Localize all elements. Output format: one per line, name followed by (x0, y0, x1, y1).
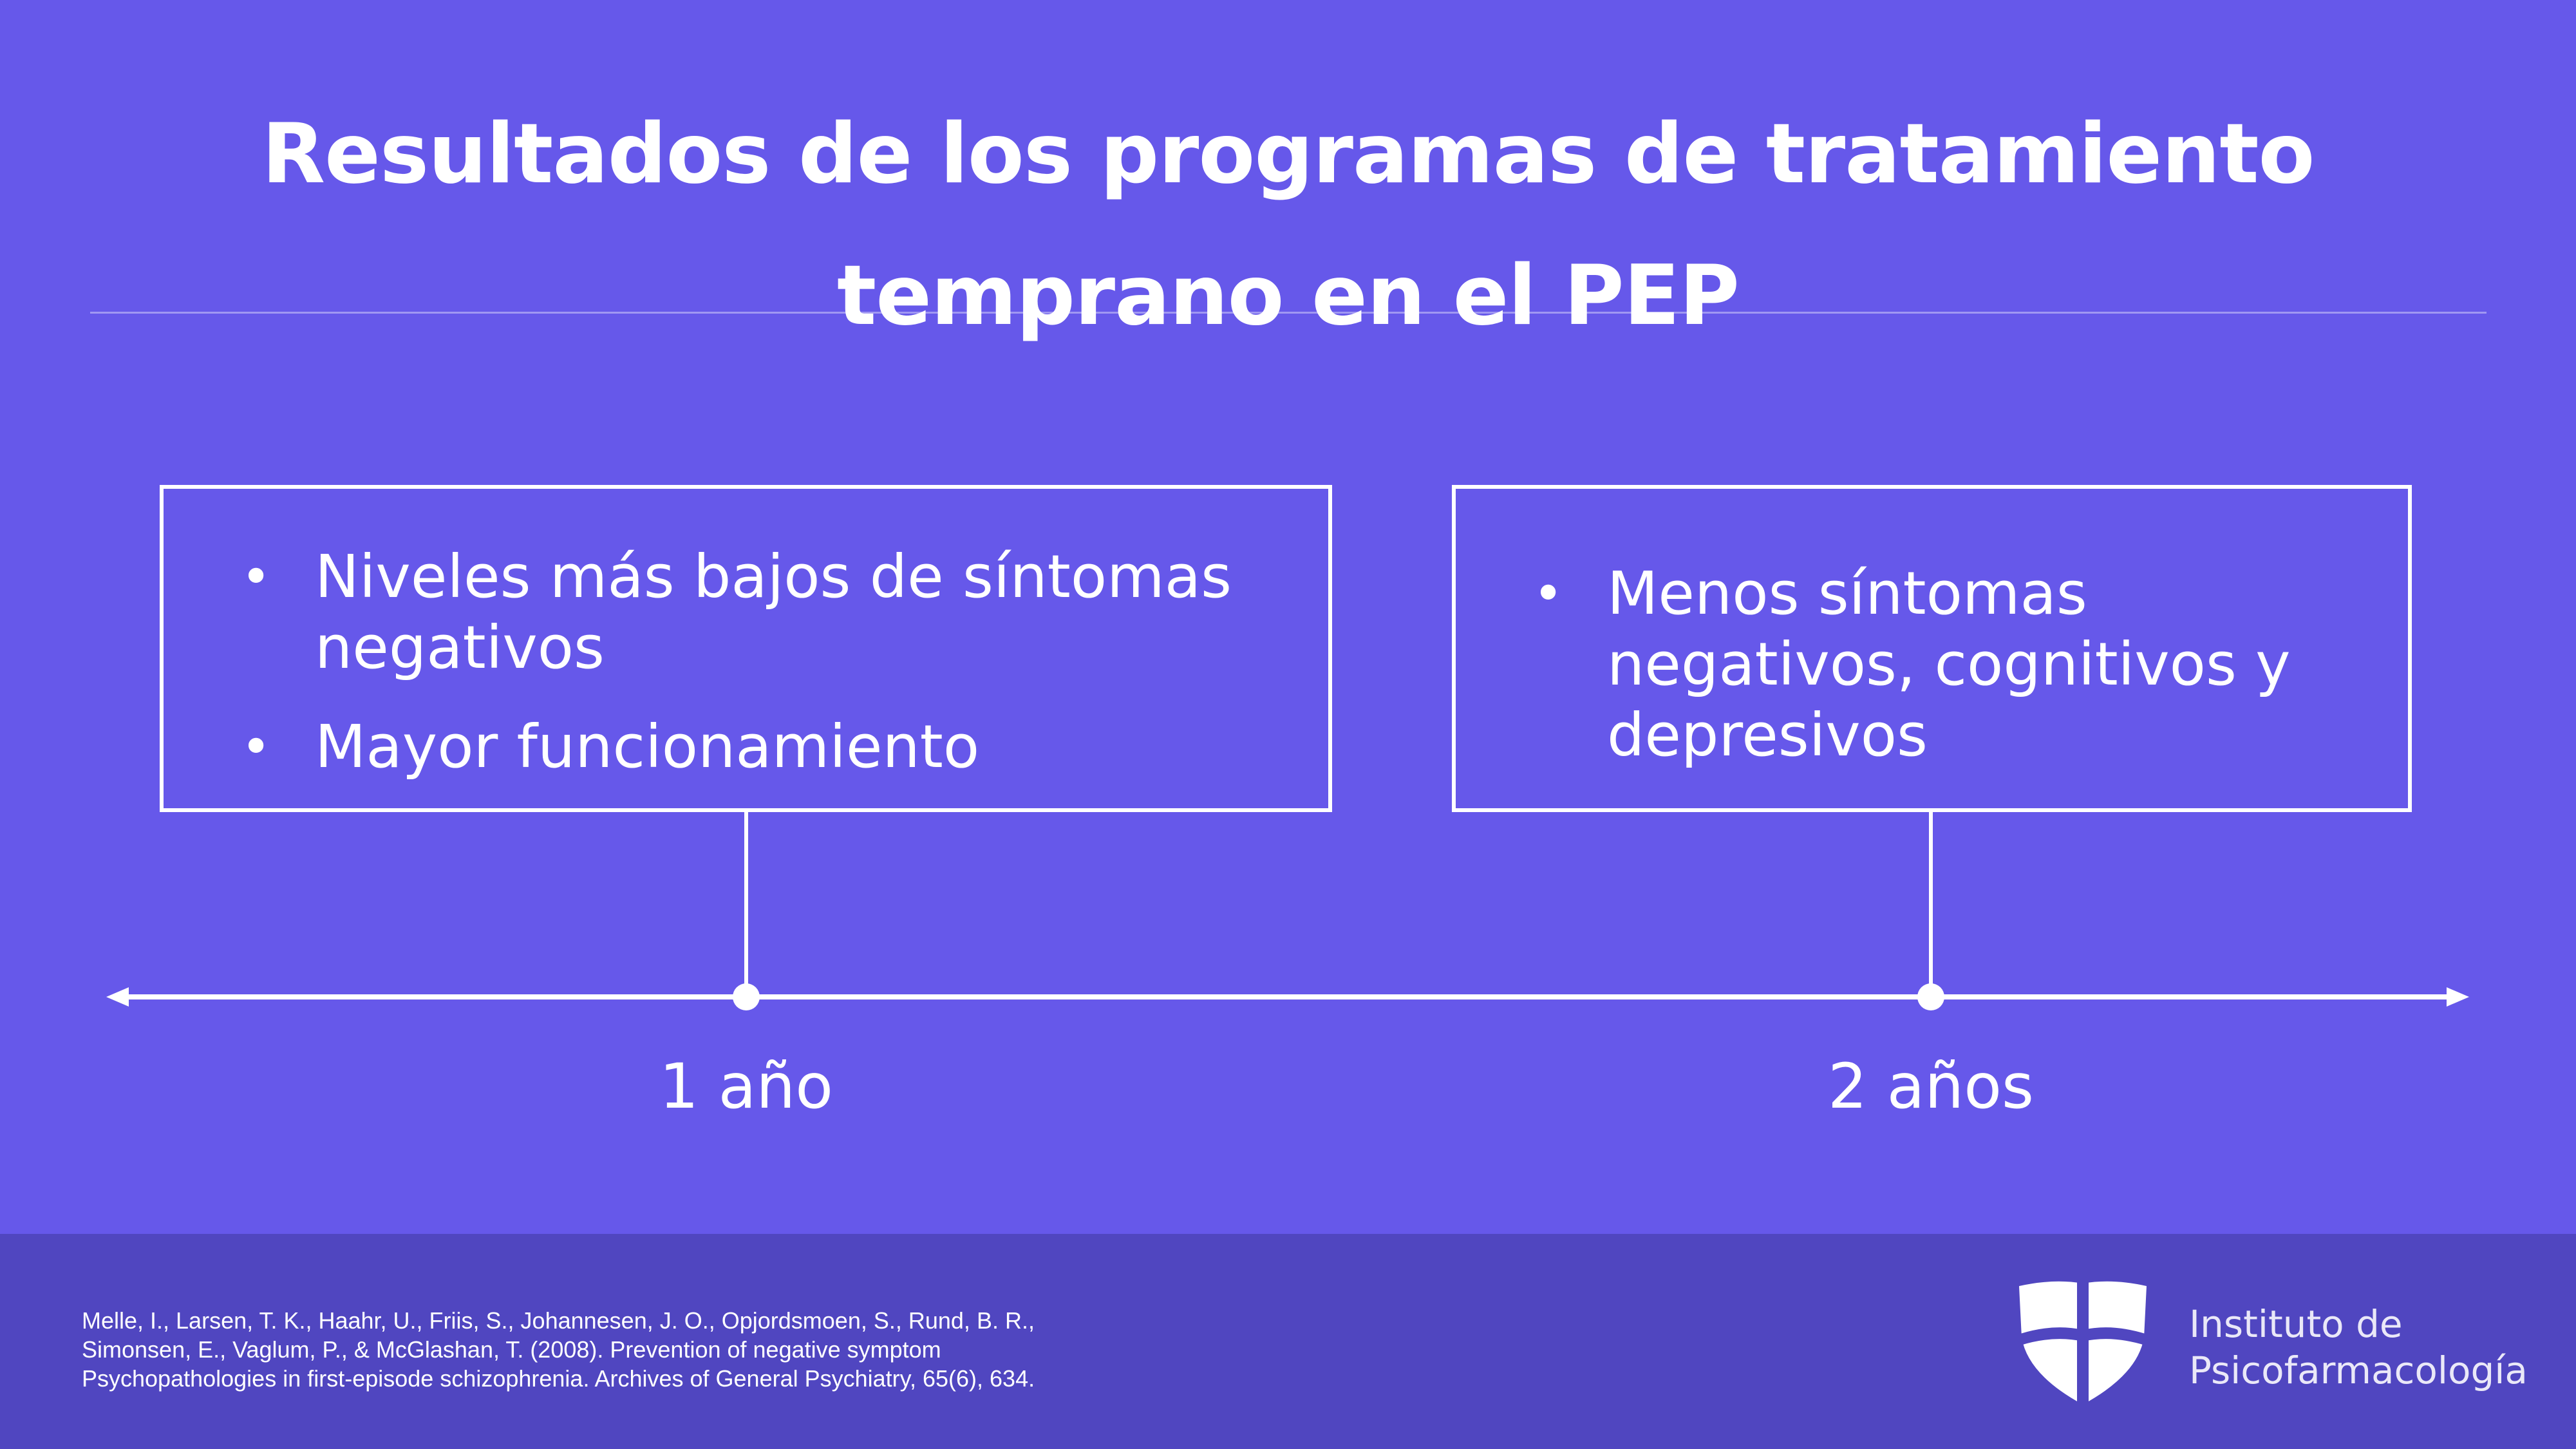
footer-band (0, 1234, 2576, 1449)
milestone-1-bullet-list: • Niveles más bajos de síntomas negativo… (202, 542, 1297, 782)
institute-logo-text: Instituto de Psicofarmacología (2189, 1301, 2528, 1394)
citation-line-1: Melle, I., Larsen, T. K., Haahr, U., Fri… (82, 1307, 1035, 1334)
title-divider (90, 312, 2487, 314)
shield-cross-icon (2019, 1281, 2147, 1405)
bullet-dot-icon: • (1533, 564, 1564, 623)
milestone-card-2-years: • Menos síntomas negativos, cognitivos y… (1452, 485, 2412, 812)
timeline-label-1-year: 1 año (659, 1050, 833, 1122)
timeline-label-2-years: 2 años (1827, 1050, 2034, 1122)
bullet-text: Menos síntomas negativos, cognitivos y d… (1607, 559, 2291, 770)
bullet-text: Niveles más bajos de síntomas negativos (315, 542, 1232, 682)
logo-text-line-1: Instituto de (2189, 1302, 2403, 1346)
citation-line-2: Simonsen, E., Vaglum, P., & McGlashan, T… (82, 1336, 941, 1363)
connector-line-1-year (744, 812, 748, 997)
bullet-text: Mayor funcionamiento (315, 712, 980, 781)
bullet-dot-icon: • (241, 547, 272, 607)
connector-line-2-years (1929, 812, 1933, 997)
slide-title: Resultados de los programas de tratamien… (0, 84, 2576, 367)
logo-text-line-2: Psicofarmacología (2189, 1349, 2528, 1392)
bullet-item: • Menos síntomas negativos, cognitivos y… (1494, 558, 2396, 771)
bullet-item: • Niveles más bajos de síntomas negativo… (202, 542, 1297, 683)
citation-line-3: Psychopathologies in first-episode schiz… (82, 1365, 1035, 1392)
timeline-right-arrow-icon (2447, 987, 2469, 1007)
citation: Melle, I., Larsen, T. K., Haahr, U., Fri… (82, 1306, 1176, 1393)
timeline-marker-1-year (733, 983, 760, 1010)
timeline-marker-2-years (1917, 983, 1944, 1010)
milestone-card-1-year: • Niveles más bajos de síntomas negativo… (160, 485, 1332, 812)
slide-title-line-1: Resultados de los programas de tratamien… (261, 106, 2315, 202)
timeline (106, 983, 2469, 1010)
slide-title-line-2: temprano en el PEP (837, 248, 1740, 344)
timeline-left-arrow-icon (106, 987, 129, 1007)
bullet-item: • Mayor funcionamiento (202, 712, 1297, 782)
milestone-2-bullet-list: • Menos síntomas negativos, cognitivos y… (1494, 558, 2396, 771)
bullet-dot-icon: • (241, 717, 272, 777)
